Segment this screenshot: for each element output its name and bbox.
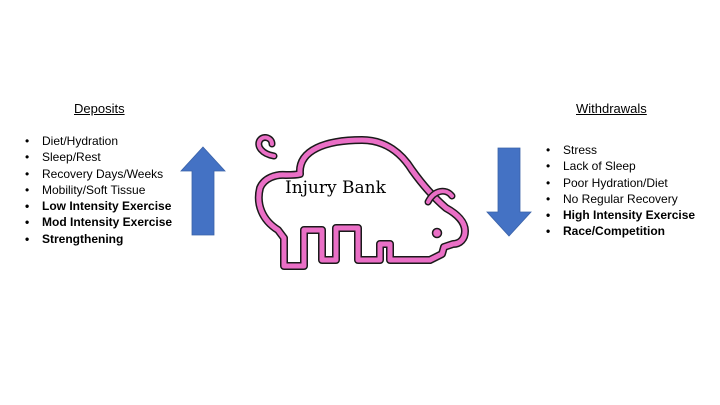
pig-body-outline-fill xyxy=(256,137,468,269)
pig-tail xyxy=(256,135,276,158)
list-item: No Regular Recovery xyxy=(546,191,695,208)
list-item: Race/Competition xyxy=(546,223,695,240)
list-item: Lack of Sleep xyxy=(546,158,695,175)
up-arrow-icon xyxy=(180,146,226,236)
list-item: High Intensity Exercise xyxy=(546,207,695,224)
piggy-bank-icon xyxy=(254,134,469,270)
list-item: Mod Intensity Exercise xyxy=(25,214,172,231)
list-item: Recovery Days/Weeks xyxy=(25,166,172,183)
withdrawals-list: StressLack of SleepPoor Hydration/DietNo… xyxy=(546,142,695,240)
list-item: Sleep/Rest xyxy=(25,149,172,166)
list-item: Strengthening xyxy=(25,231,172,248)
list-item: Stress xyxy=(546,142,695,159)
list-item: Diet/Hydration xyxy=(25,133,172,150)
deposits-list: Diet/HydrationSleep/RestRecovery Days/We… xyxy=(25,133,172,247)
list-item: Poor Hydration/Diet xyxy=(546,175,695,192)
down-arrow-shape xyxy=(486,147,532,237)
list-item: Mobility/Soft Tissue xyxy=(25,182,172,199)
list-item: Low Intensity Exercise xyxy=(25,198,172,215)
pig-ear xyxy=(426,189,454,204)
injury-bank-label: Injury Bank xyxy=(285,178,386,198)
pig-eye xyxy=(431,227,443,239)
pig-body-outline xyxy=(254,136,469,270)
down-arrow-icon xyxy=(486,147,532,237)
withdrawals-heading: Withdrawals xyxy=(576,101,647,116)
deposits-heading: Deposits xyxy=(74,101,125,116)
up-arrow-shape xyxy=(180,146,226,236)
